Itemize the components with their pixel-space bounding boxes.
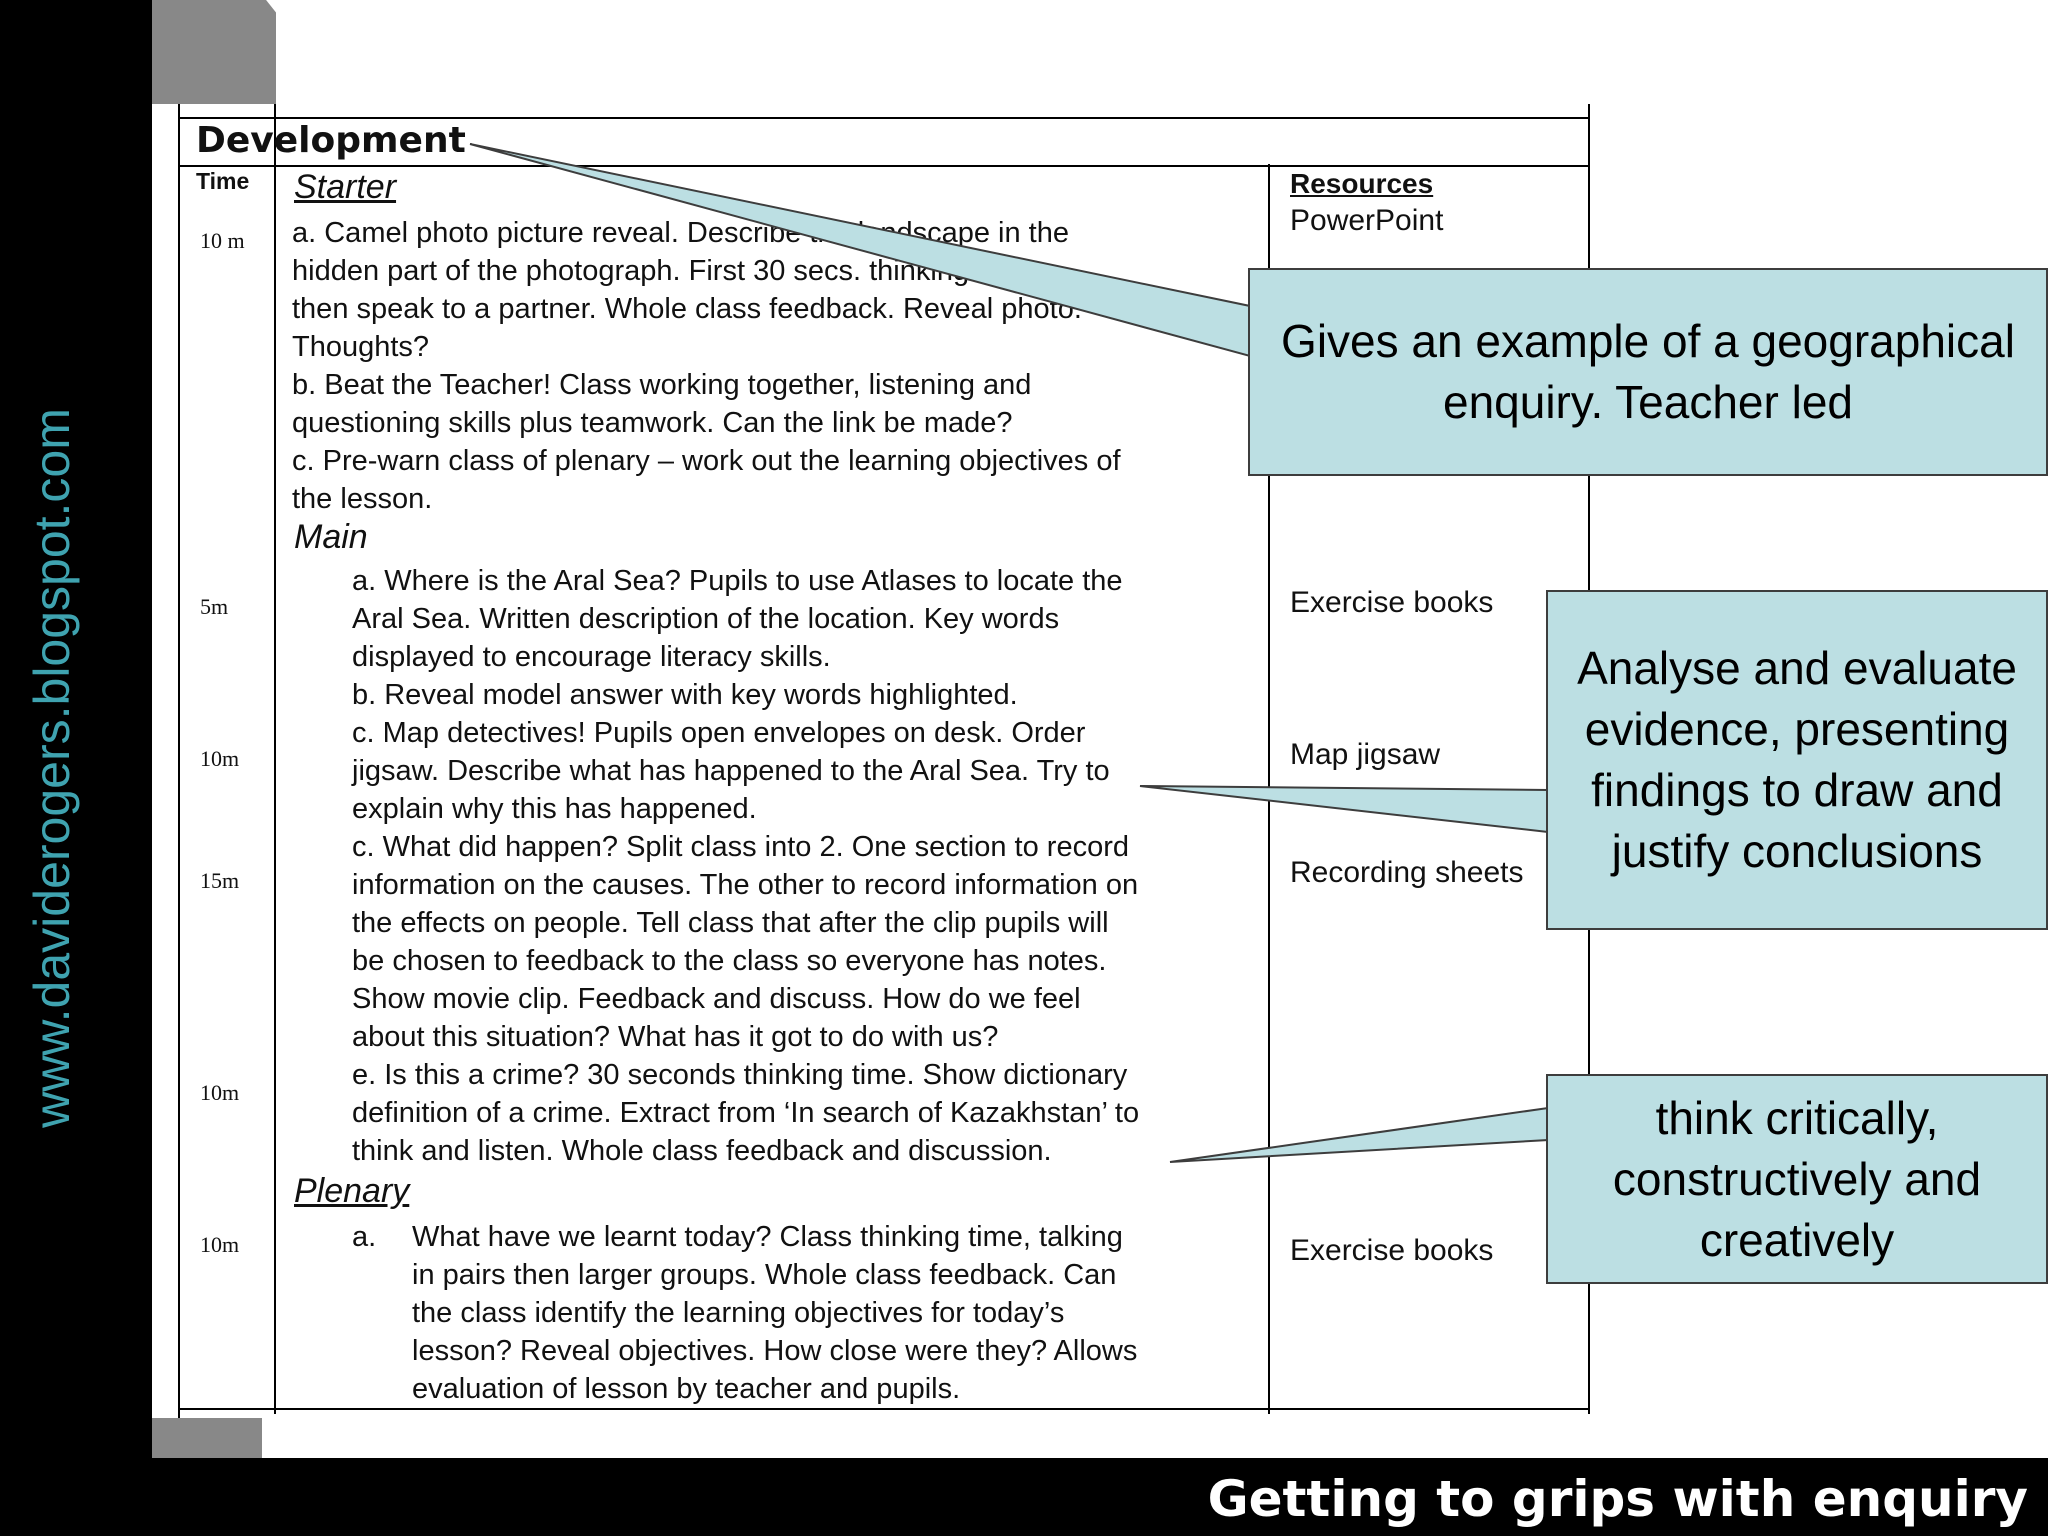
pointer-1 — [469, 143, 1251, 358]
text-line: then speak to a partner. Whole class fee… — [292, 293, 1082, 325]
text-line: information on the causes. The other to … — [352, 869, 1139, 901]
text-line: about this situation? What has it got to… — [352, 1021, 999, 1053]
text-line: definition of a crime. Extract from ‘In … — [352, 1097, 1140, 1129]
time-value: 10m — [200, 1232, 240, 1257]
text-line: be chosen to feedback to the class so ev… — [352, 945, 1107, 977]
resource-item: Map jigsaw — [1290, 738, 1441, 771]
section-heading: Development — [196, 120, 466, 161]
cutoff-heading: Differentiation — [196, 1408, 393, 1420]
plenary-heading: Plenary — [294, 1172, 410, 1210]
text-line: think and listen. Whole class feedback a… — [352, 1135, 1052, 1167]
time-value: 5m — [200, 594, 229, 619]
main-heading: Main — [294, 518, 368, 556]
time-value: 10m — [200, 746, 240, 771]
text-line: the effects on people. Tell class that a… — [352, 907, 1109, 939]
time-value: 15m — [200, 868, 240, 893]
pointer-3 — [1169, 1106, 1549, 1163]
time-value: 10m — [200, 1080, 240, 1105]
text-line: lesson? Reveal objectives. How close wer… — [412, 1335, 1138, 1367]
text-line: c. What did happen? Split class into 2. … — [352, 831, 1129, 863]
starter-heading: Starter — [294, 168, 397, 206]
resources-column-header: Resources — [1290, 168, 1434, 199]
left-sidebar: www.daviderogers.blogspot.com — [0, 0, 152, 1536]
text-line: jigsaw. Describe what has happened to th… — [352, 755, 1110, 787]
pointer-2 — [1139, 785, 1549, 834]
resource-item: PowerPoint — [1290, 204, 1444, 237]
time-column-header: Time — [196, 168, 250, 194]
text-line: the lesson. — [292, 483, 433, 515]
footer-bar: Getting to grips with enquiry — [152, 1458, 2048, 1536]
text-line: explain why this has happened. — [352, 793, 757, 825]
callout-analyse-evidence: Analyse and evaluate evidence, presentin… — [1546, 590, 2048, 930]
text-line: questioning skills plus teamwork. Can th… — [292, 407, 1013, 439]
slide-title: Getting to grips with enquiry — [1207, 1470, 2028, 1528]
text-line: the class identify the learning objectiv… — [412, 1297, 1065, 1329]
lesson-plan-table: Development Time Resources 10 m 5m 10m 1… — [178, 104, 1590, 1420]
text-line: Thoughts? — [292, 331, 430, 363]
text-line: evaluation of lesson by teacher and pupi… — [412, 1373, 961, 1405]
text-line: c. Pre-warn class of plenary – work out … — [292, 445, 1121, 477]
text-line: displayed to encourage literacy skills. — [352, 641, 831, 673]
plenary-marker: a. — [352, 1221, 377, 1253]
text-line: Show movie clip. Feedback and discuss. H… — [352, 983, 1081, 1015]
resource-item: Exercise books — [1290, 586, 1494, 619]
resource-item: Exercise books — [1290, 1234, 1494, 1267]
text-line: e. Is this a crime? 30 seconds thinking … — [352, 1059, 1128, 1091]
time-value: 10 m — [200, 228, 245, 253]
text-line: c. Map detectives! Pupils open envelopes… — [352, 717, 1086, 749]
bottom-tab-decoration — [152, 1418, 262, 1458]
text-line: in pairs then larger groups. Whole class… — [412, 1259, 1117, 1291]
callout-think-critically: think critically, constructively and cre… — [1546, 1074, 2048, 1284]
text-line: Aral Sea. Written description of the loc… — [352, 603, 1060, 635]
text-line: a. Where is the Aral Sea? Pupils to use … — [352, 565, 1123, 597]
text-line: What have we learnt today? Class thinkin… — [412, 1221, 1123, 1253]
resource-item: Recording sheets — [1290, 856, 1524, 889]
text-line: b. Reveal model answer with key words hi… — [352, 679, 1018, 711]
callout-geographical-enquiry: Gives an example of a geographical enqui… — [1248, 268, 2048, 476]
text-line: b. Beat the Teacher! Class working toget… — [292, 369, 1032, 401]
top-tab-decoration — [152, 0, 276, 104]
